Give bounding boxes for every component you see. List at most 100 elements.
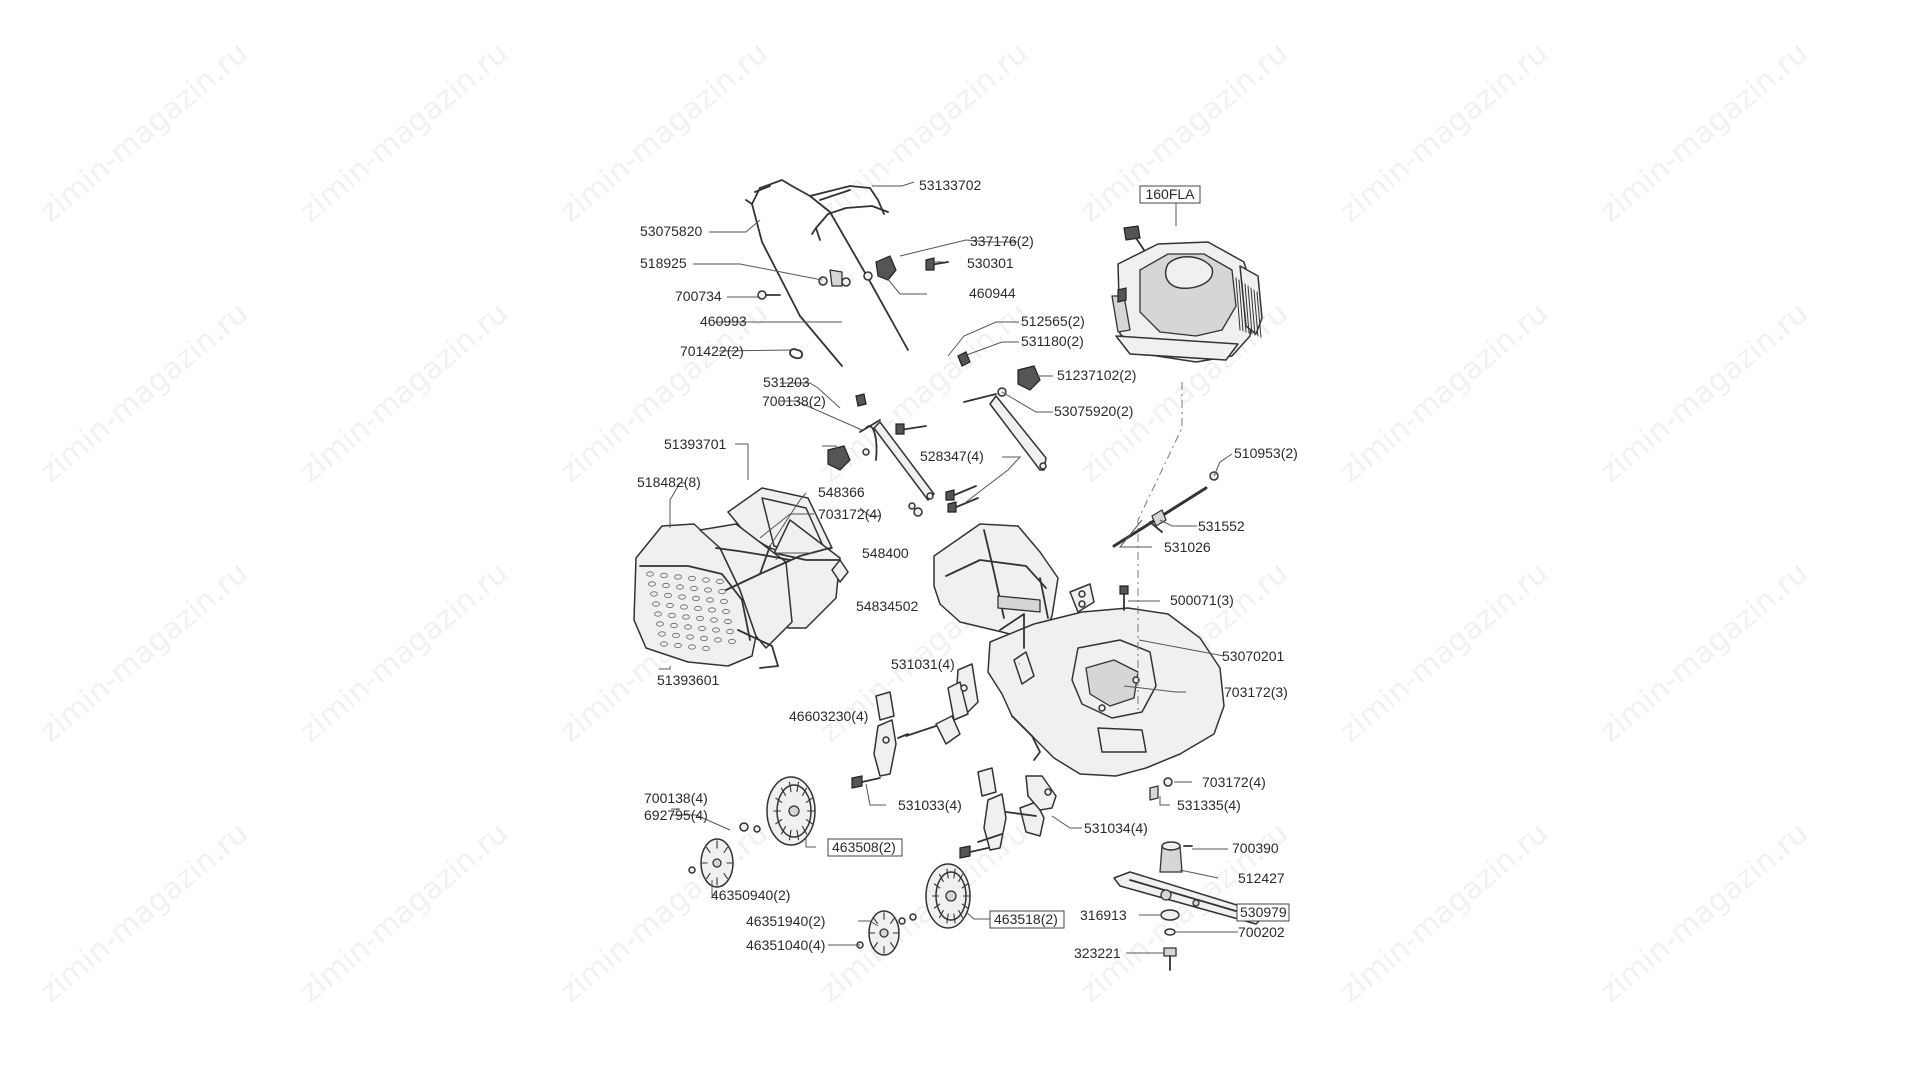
watermark: zimin-magazin.ru — [33, 36, 255, 230]
callout-700138-2: 700138(2) — [762, 393, 826, 409]
watermark: zimin-magazin.ru — [293, 36, 515, 230]
engine-fin — [1253, 289, 1259, 337]
callout-53070201: 53070201 — [1222, 648, 1285, 664]
mesh-cell — [660, 572, 668, 579]
callout-460993: 460993 — [700, 313, 747, 329]
blade-bolt-stack — [1160, 909, 1180, 971]
front-height-adjuster — [977, 767, 1057, 851]
mesh-cell — [694, 605, 702, 612]
callout-46351040: 46351040(4) — [746, 937, 825, 953]
mesh-cell — [652, 601, 660, 607]
mesh-cell — [660, 641, 668, 647]
callout-box-530979 — [1236, 903, 1290, 922]
rear-wheel-tread — [773, 781, 815, 841]
tread-line — [775, 819, 783, 825]
tread-line — [933, 903, 941, 909]
mesh-cell — [722, 608, 730, 615]
mesh-cell — [678, 594, 686, 600]
leader-lines — [659, 181, 1262, 954]
mesh-cell — [662, 582, 670, 589]
callout-530301: 530301 — [967, 255, 1014, 271]
mesh-cell — [670, 622, 678, 629]
mesh-cell — [696, 615, 704, 622]
callout-531203: 531203 — [763, 374, 810, 390]
axle-screws — [851, 775, 1173, 859]
callout-530979: 530979 — [1240, 904, 1287, 920]
callout-labels: 53133702 53075820 337176(2) 518925 53030… — [637, 177, 1298, 961]
mesh-cell — [702, 577, 710, 583]
watermark: zimin-magazin.ru — [1333, 556, 1555, 750]
callout-box-463518 — [989, 910, 1065, 929]
callout-46350940: 46350940(2) — [711, 887, 790, 903]
callout-703172-4a: 703172(4) — [818, 506, 882, 522]
callout-512565: 512565(2) — [1021, 313, 1085, 329]
mesh-cell — [704, 587, 712, 593]
callout-54834502: 54834502 — [856, 598, 919, 614]
mesh-cell — [658, 631, 666, 637]
callout-531026: 531026 — [1164, 539, 1211, 555]
callout-700734: 700734 — [675, 288, 722, 304]
control-cable — [811, 205, 889, 241]
callout-53075820: 53075820 — [640, 223, 703, 239]
grass-bag-body — [633, 523, 793, 669]
tread-line — [780, 825, 787, 835]
callout-51393601: 51393601 — [657, 672, 720, 688]
callout-box-463508 — [827, 838, 903, 857]
tread-line — [933, 883, 941, 889]
mesh-cell — [700, 635, 708, 642]
mesh-cell — [718, 588, 726, 595]
mesh-cell — [654, 611, 662, 617]
tread-line — [723, 872, 728, 880]
mesh-cell — [706, 597, 714, 603]
mesh-cell — [680, 604, 688, 610]
callout-692795: 692795(4) — [644, 807, 708, 823]
watermark: zimin-magazin.ru — [553, 36, 775, 230]
tread-line — [805, 797, 813, 803]
mesh-cell — [688, 575, 696, 582]
mesh-cell — [648, 581, 656, 587]
mesh-cell — [702, 645, 710, 652]
mesh-cell — [656, 621, 664, 627]
tread-line — [706, 846, 711, 854]
rear-hubcap-spokes — [701, 840, 733, 886]
callout-53133702: 53133702 — [919, 177, 982, 193]
lower-handle-fasteners — [895, 423, 979, 517]
mower-deck — [987, 583, 1225, 777]
callout-531552: 531552 — [1198, 518, 1245, 534]
callout-700390: 700390 — [1232, 840, 1279, 856]
tread-line — [775, 797, 783, 803]
mesh-cell — [676, 584, 684, 590]
callout-500071: 500071(3) — [1170, 592, 1234, 608]
engine-fin — [1250, 287, 1256, 336]
engine — [1111, 225, 1263, 363]
callout-531034: 531034(4) — [1084, 820, 1148, 836]
callout-531033: 531033(4) — [898, 797, 962, 813]
mesh-cell — [666, 602, 674, 609]
rear-hubcap — [688, 822, 761, 888]
front-wheel — [925, 863, 971, 929]
tread-line — [801, 787, 808, 797]
mesh-cell — [646, 571, 654, 577]
tread-line — [796, 781, 800, 793]
tread-line — [780, 787, 787, 797]
tread-line — [805, 819, 813, 825]
watermark: zimin-magazin.ru — [553, 816, 775, 1010]
watermark: zimin-magazin.ru — [33, 556, 255, 750]
callout-337176: 337176(2) — [970, 233, 1034, 249]
tread-line — [946, 913, 949, 924]
watermark: zimin-magazin.ru — [1593, 556, 1815, 750]
watermark: zimin-magazin.ru — [1333, 36, 1555, 230]
engine-fins — [1235, 277, 1262, 338]
callout-51393701: 51393701 — [664, 436, 727, 452]
callout-46603230: 46603230(4) — [789, 708, 868, 724]
callout-53075920: 53075920(2) — [1054, 403, 1133, 419]
callout-703172-3: 703172(3) — [1224, 684, 1288, 700]
mesh-cell — [664, 592, 672, 599]
callout-316913: 316913 — [1080, 907, 1127, 923]
tread-line — [958, 873, 964, 883]
rear-height-adjuster — [873, 663, 979, 777]
mesh-cell — [710, 617, 718, 623]
rear-wheel — [766, 776, 816, 846]
callout-460944: 460944 — [969, 285, 1016, 301]
